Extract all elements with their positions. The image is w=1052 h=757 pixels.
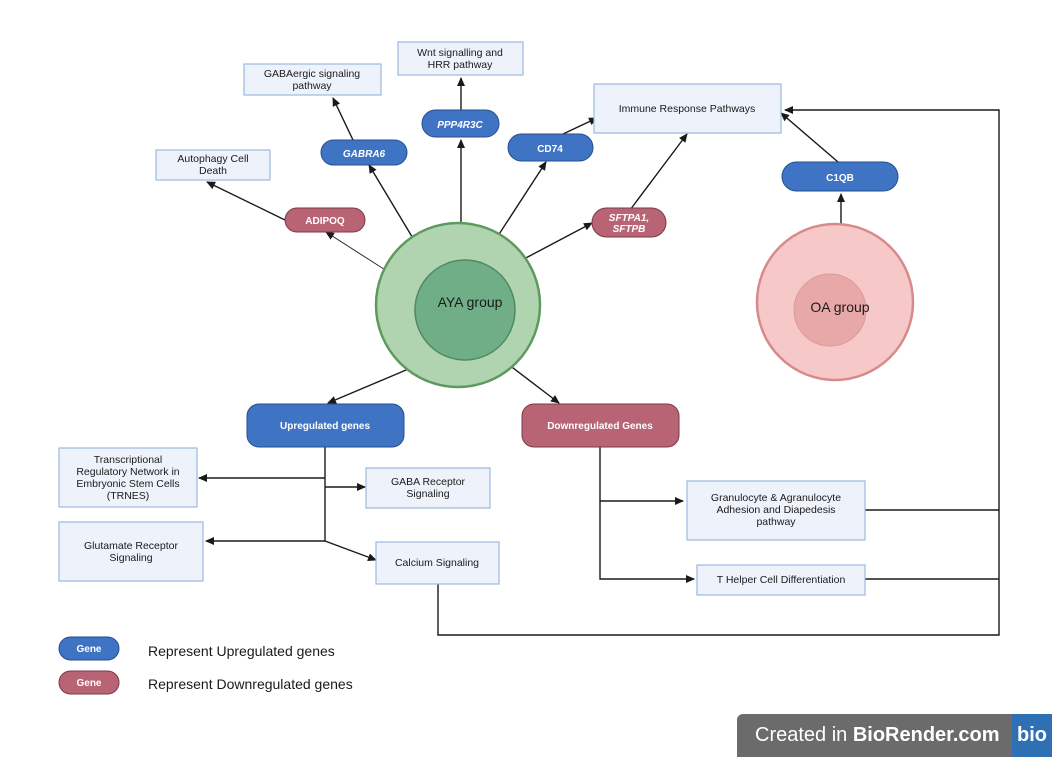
pathway-gabaergic: GABAergic signaling pathway [243,63,382,96]
pathway-box [365,467,491,509]
pathway-trnes: Transcriptional Regulatory Network in Em… [58,447,198,508]
legend-pill-label: Gene [76,678,101,689]
arrow-down-to-thelper [599,501,695,583]
pathway-label-line3: Embryonic Stem Cells [76,478,179,490]
gene-cd74: CD74 [507,133,594,162]
gene-label: GABRA6 [343,149,386,160]
arrow-cd74-to-immune [562,117,598,135]
downregulated-genes-node: Downregulated Genes [521,403,680,448]
gene-gabra6: GABRA6 [320,139,408,166]
badge-text: Created in BioRender.com [737,724,1000,747]
pathway-label-line1: Granulocyte & Agranulocyte [711,492,841,504]
pathway-box [58,521,204,582]
pathway-label-line1: Transcriptional [94,454,162,466]
pathway-granulocyte: Granulocyte & Agranulocyte Adhesion and … [686,480,866,541]
arrow-sftpa1-to-immune [629,133,688,211]
gene-label: C1QB [826,173,854,184]
pathway-label-line1: Wnt signalling and [417,47,503,59]
gene-c1qb: C1QB [781,161,899,192]
gene-label: PPP4R3C [437,120,483,131]
gene-label: CD74 [537,144,563,155]
arrow-loop-to-immune [437,106,1000,636]
pathway-label-line2: Adhesion and Diapedesis [716,504,835,516]
pathway-box [696,564,866,596]
pathway-label-line2: Regulatory Network in [76,466,179,478]
arrow-aya-to-sftpa1 [521,222,593,261]
connectors [198,77,1000,636]
pathway-label-line2: HRR pathway [428,59,494,71]
arrow-aya-to-gabra6 [368,164,421,251]
gene-sftpa1-sftpb: SFTPA1, SFTPB [591,207,667,238]
pathway-box [58,447,198,508]
category-pill [521,403,680,448]
upregulated-genes-node: Upregulated genes [246,403,405,448]
pathway-label: Immune Response Pathways [619,103,756,115]
pathway-autophagy: Autophagy Cell Death [155,149,271,181]
pathway-label-line4: (TRNES) [107,490,150,502]
pathway-t-helper: T Helper Cell Differentiation [696,564,866,596]
gene-ppp4r3c: PPP4R3C [421,109,500,138]
legend-down-text: Represent Downregulated genes [148,676,353,692]
pathway-label-line1: Autophagy Cell [177,153,248,165]
gene-label: ADIPOQ [305,216,345,227]
gene-label-line1: SFTPA1, [609,213,649,224]
oa-inner-ring [793,273,867,347]
pathway-glutamate-receptor: Glutamate Receptor Signaling [58,521,204,582]
aya-inner-ring [414,259,516,361]
pathway-box [397,41,524,76]
arrow-c1qb-to-immune [780,112,839,163]
pathway-label: T Helper Cell Differentiation [717,574,846,586]
pathway-box [375,541,500,585]
pathway-label-line3: pathway [756,516,796,528]
pathway-box [243,63,382,96]
oa-group-label: OA group [810,299,869,315]
legend-pill-label: Gene [76,644,101,655]
pathway-box [686,480,866,541]
pathway-label-line2: Signaling [406,488,449,500]
category-label: Downregulated Genes [547,421,653,432]
gene-pill [591,207,667,238]
gene-pill [507,133,594,162]
pathway-label-line1: Glutamate Receptor [84,540,178,552]
legend: Gene Represent Upregulated genes Gene Re… [58,636,353,695]
pathway-box [155,149,271,181]
pathway-label: Calcium Signaling [395,557,479,569]
badge-brand: BioRender.com [852,724,1000,746]
gene-pill [284,207,366,233]
pathway-gaba-receptor: GABA Receptor Signaling [365,467,491,509]
legend-downregulated: Gene Represent Downregulated genes [58,670,353,695]
pathway-label-line2: pathway [292,80,332,92]
legend-pill-up [58,636,120,661]
pathway-wnt: Wnt signalling and HRR pathway [397,41,524,76]
biorender-logo-icon: bio [1012,714,1052,757]
biorender-badge[interactable]: Created in BioRender.com bio [737,714,1052,757]
oa-group-circle: OA group [755,222,915,382]
badge-prefix: Created in [755,724,853,746]
category-pill [246,403,405,448]
aya-group-circle: AYA group [374,221,542,389]
pathway-box [593,83,782,134]
gene-label-line2: SFTPB [613,224,646,235]
gene-adipoq: ADIPOQ [284,207,366,233]
arrow-up-to-calcium [324,540,377,561]
gene-pill [421,109,500,138]
gene-pill [320,139,408,166]
legend-up-text: Represent Upregulated genes [148,643,335,659]
pathway-label-line2: Signaling [109,552,152,564]
pathway-calcium: Calcium Signaling [375,541,500,585]
arrow-aya-to-cd74 [491,161,547,246]
pathway-label-line1: GABA Receptor [391,476,466,488]
legend-pill-down [58,670,120,695]
legend-upregulated: Gene Represent Upregulated genes [58,636,335,661]
category-label: Upregulated genes [280,421,370,432]
arrow-adipoq-to-autophagy [206,181,286,221]
pathway-label-line1: GABAergic signaling [264,68,360,80]
pathway-label-line2: Death [199,165,227,177]
arrow-down-to-granulocyte [599,447,684,505]
pathway-immune-response: Immune Response Pathways [593,83,782,134]
aya-group-label: AYA group [438,294,503,310]
gene-pill [781,161,899,192]
arrow-gabra6-to-gabaergic [332,97,354,141]
